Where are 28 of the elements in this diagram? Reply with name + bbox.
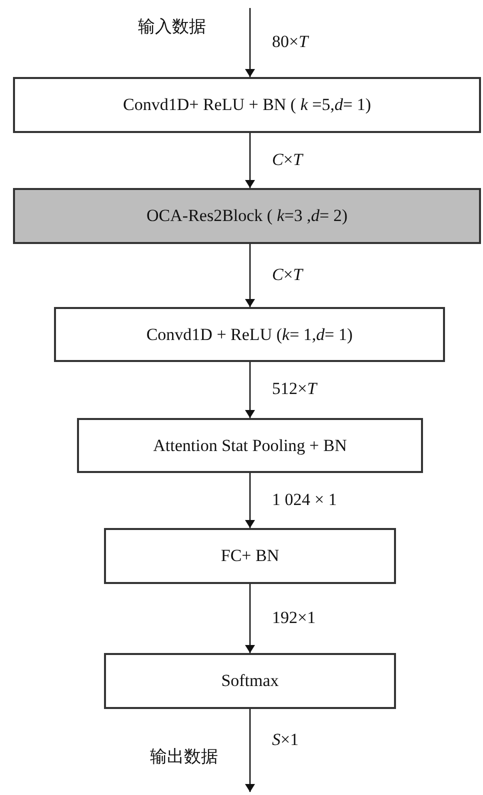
- arrow: [245, 133, 255, 188]
- edge-label: 192×1: [272, 608, 316, 626]
- edge-label: C×T: [272, 150, 302, 168]
- edge-label: 1 024 × 1: [272, 490, 337, 508]
- box-label: Softmax: [221, 670, 279, 692]
- io-label: 输入数据: [138, 18, 206, 35]
- process-box: [104, 653, 396, 709]
- arrow: [245, 709, 255, 792]
- process-box: [13, 188, 481, 244]
- process-box: [54, 307, 445, 362]
- edge-label: S×1: [272, 730, 299, 748]
- edge-label: 512×T: [272, 380, 317, 397]
- arrow: [245, 584, 255, 653]
- arrow: [245, 244, 255, 307]
- box-label: OCA-Res2Block ( k=3 ,d= 2): [146, 205, 348, 227]
- arrow: [245, 362, 255, 418]
- process-box: [104, 528, 396, 584]
- box-label: Convd1D + ReLU (k= 1,d= 1): [146, 324, 353, 346]
- io-label: 输出数据: [150, 748, 218, 765]
- box-label: Attention Stat Pooling + BN: [153, 434, 347, 456]
- box-label: Convd1D+ ReLU + BN ( k =5,d= 1): [122, 94, 371, 116]
- box-label: FC+ BN: [220, 545, 280, 567]
- edge-label: C×T: [272, 266, 302, 282]
- arrow: [245, 8, 255, 77]
- arrow: [245, 473, 255, 528]
- process-box: [13, 77, 481, 133]
- process-box: [77, 418, 423, 473]
- edge-label: 80×T: [272, 32, 308, 50]
